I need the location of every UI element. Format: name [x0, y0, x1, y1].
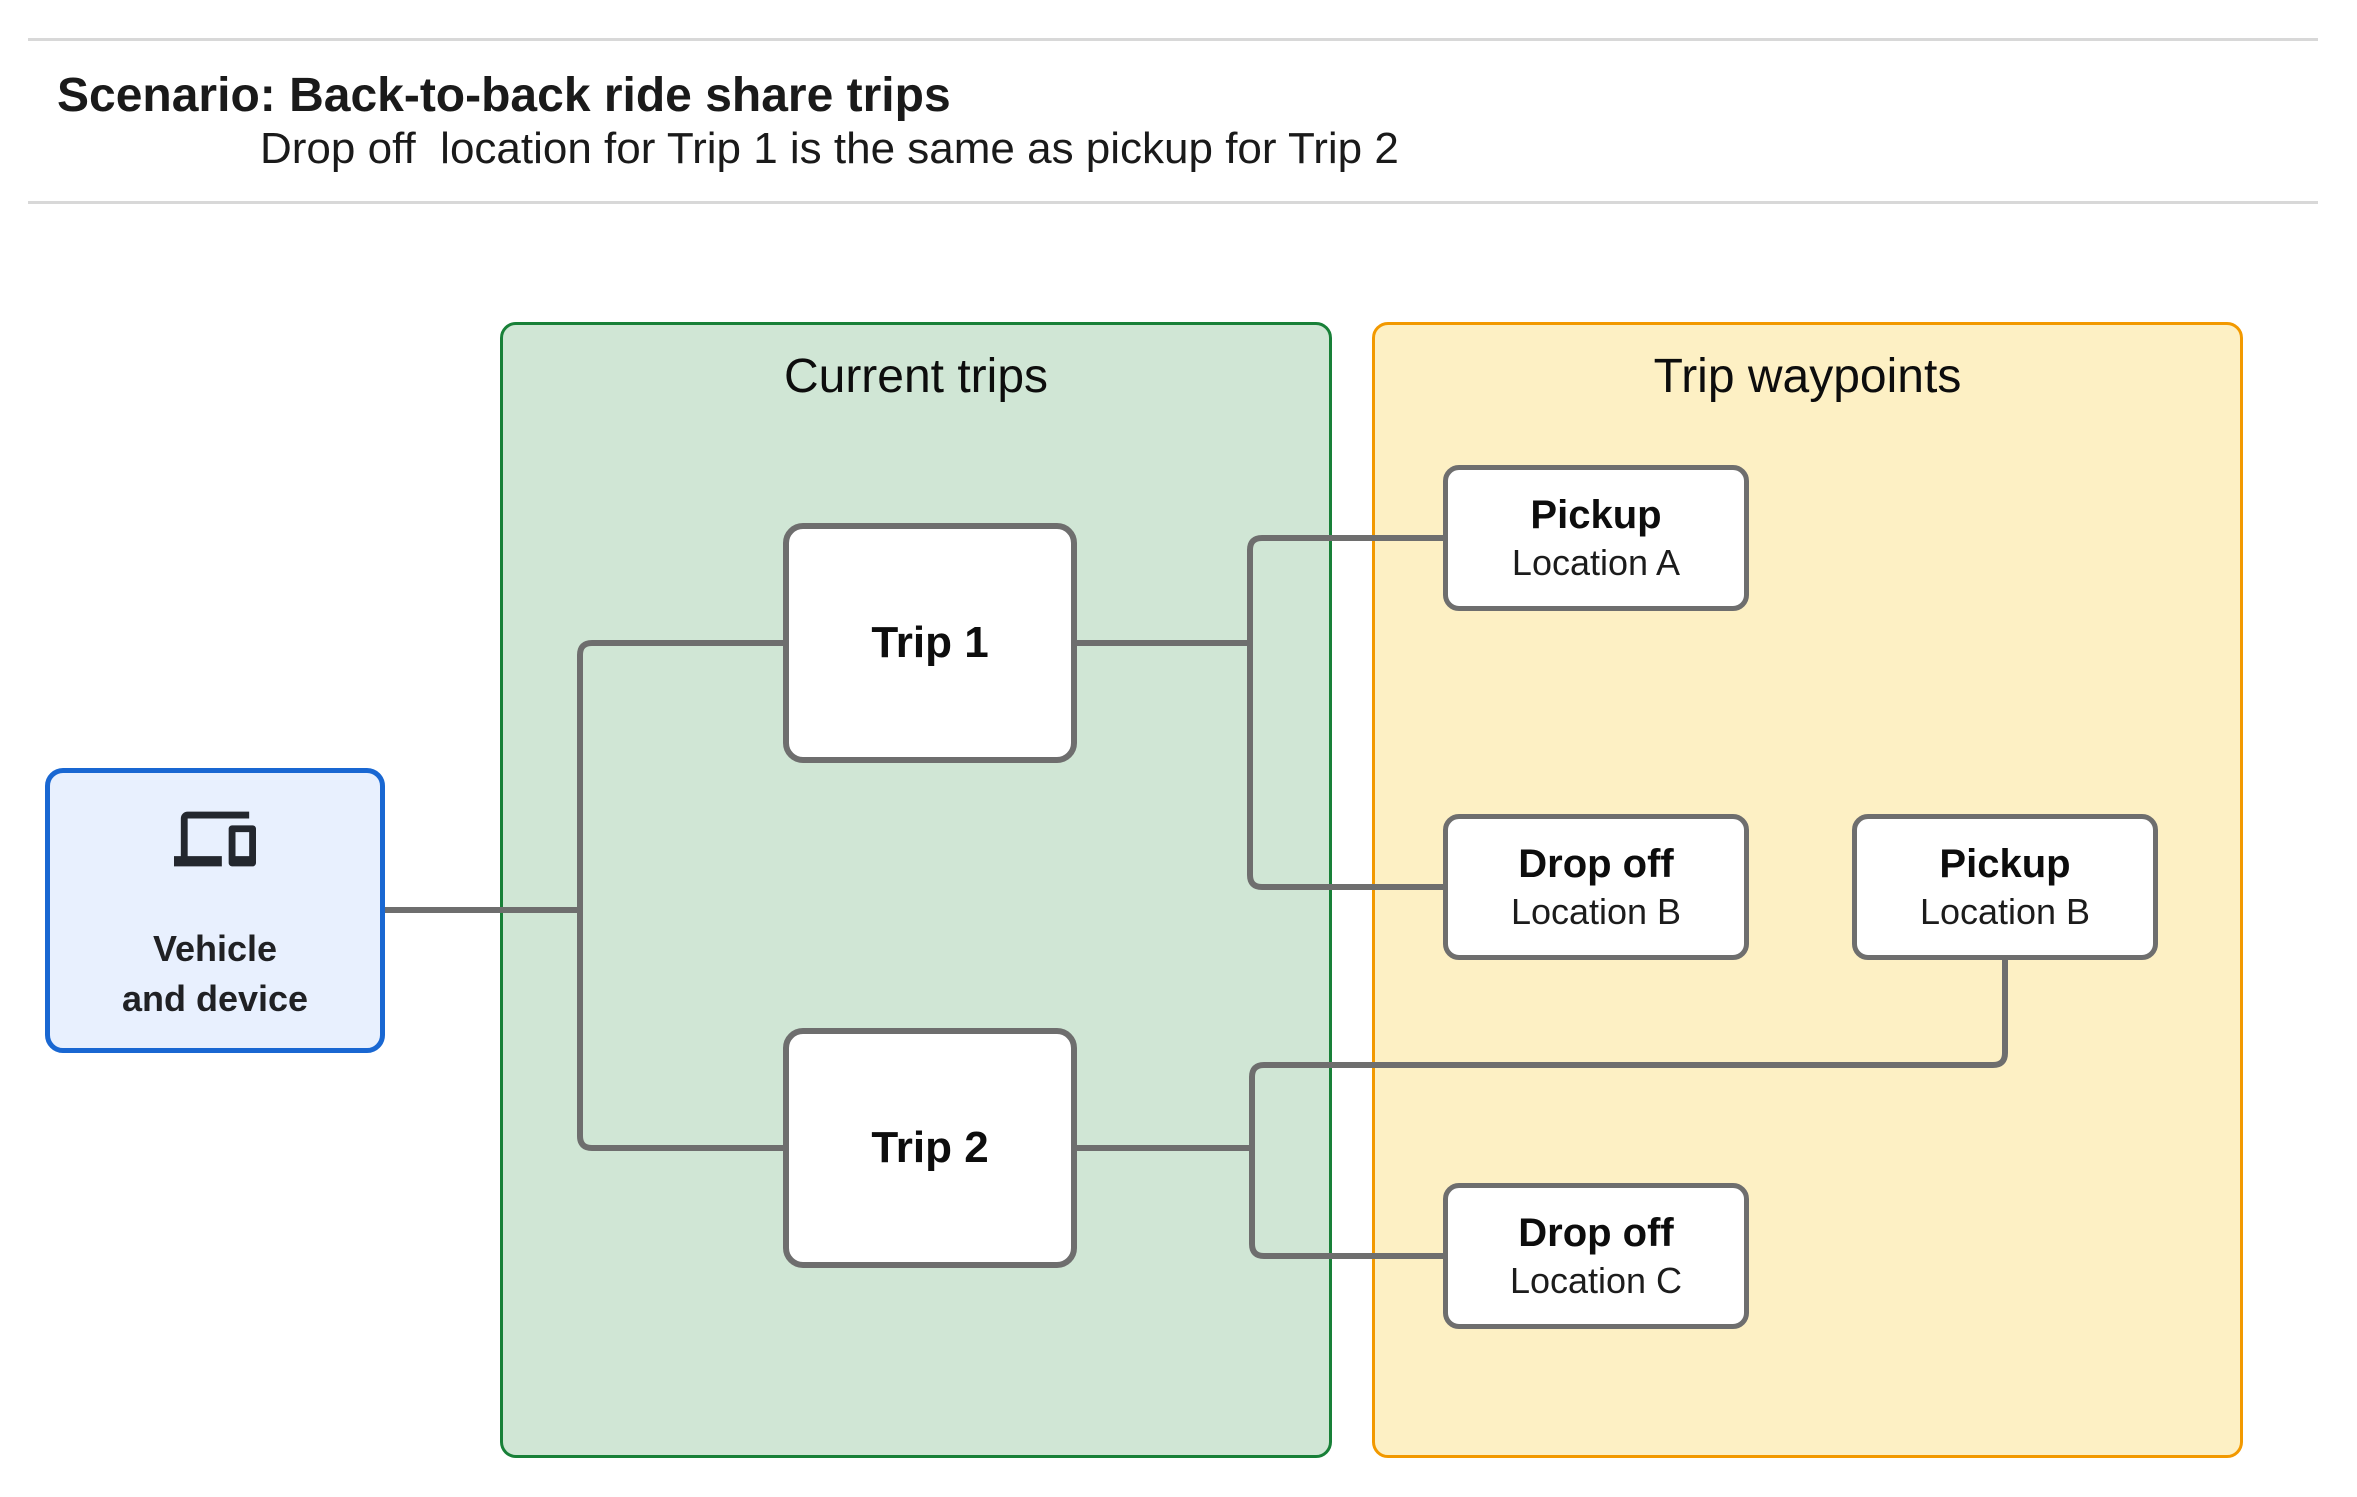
trip2-node: Trip 2: [783, 1028, 1077, 1268]
waypoint-subtitle: Location B: [1510, 891, 1682, 932]
vehicle-node: Vehicle and device: [45, 768, 385, 1053]
devices-icon: [174, 811, 256, 866]
waypoint-title: Drop off: [1518, 1211, 1674, 1255]
waypoint-pickup-location-a: Pickup Location A: [1443, 465, 1749, 611]
waypoint-title: Pickup: [1939, 842, 2071, 886]
vehicle-label-line1: Vehicle: [152, 927, 278, 969]
header-divider: [28, 201, 2318, 204]
waypoint-title: Drop off: [1518, 842, 1674, 886]
waypoint-subtitle: Location B: [1919, 891, 2091, 932]
waypoint-title: Pickup: [1530, 493, 1662, 537]
vehicle-label: Vehicle and device: [122, 924, 308, 1024]
group-current-trips-title: Current trips: [783, 350, 1049, 403]
page-title: Scenario: Back-to-back ride share trips: [57, 69, 951, 122]
trip1-label: Trip 1: [871, 618, 989, 667]
page-subtitle: Drop off location for Trip 1 is the same…: [260, 124, 1399, 173]
top-divider: [28, 38, 2318, 41]
waypoint-dropoff-location-b: Drop off Location B: [1443, 814, 1749, 960]
group-trip-waypoints-title: Trip waypoints: [1653, 350, 1962, 403]
waypoint-subtitle: Location C: [1509, 1260, 1683, 1301]
group-current-trips: Current trips: [500, 322, 1332, 1458]
vehicle-label-line2: and device: [121, 977, 309, 1019]
trip2-label: Trip 2: [871, 1123, 989, 1172]
waypoint-subtitle: Location A: [1511, 542, 1681, 583]
waypoint-pickup-location-b: Pickup Location B: [1852, 814, 2158, 960]
trip1-node: Trip 1: [783, 523, 1077, 763]
waypoint-dropoff-location-c: Drop off Location C: [1443, 1183, 1749, 1329]
